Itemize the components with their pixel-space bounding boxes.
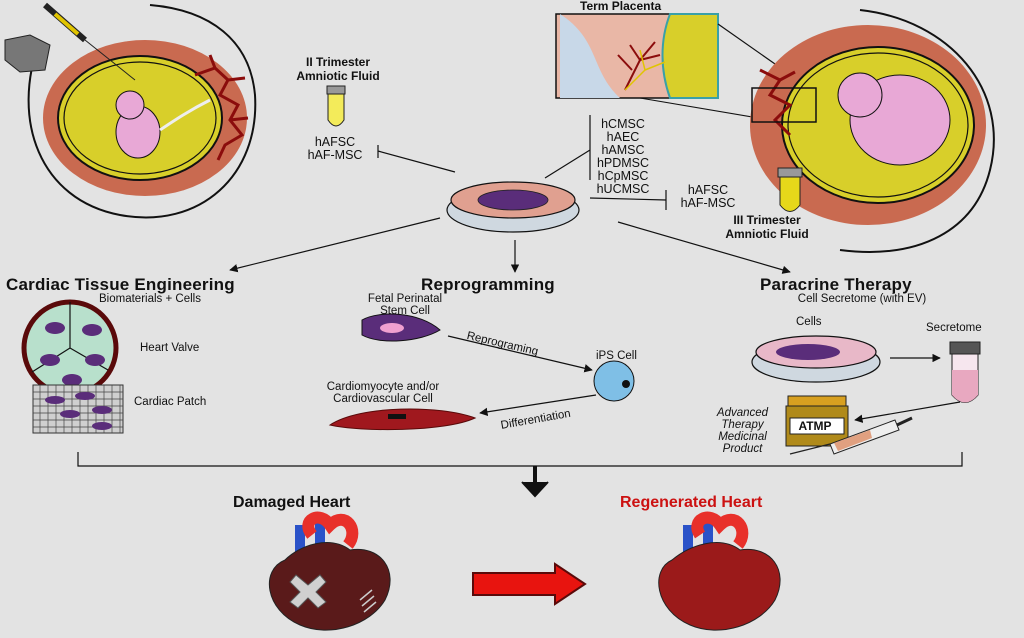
cardiomyocyte-illustration xyxy=(328,408,477,431)
term-placenta-illustration xyxy=(555,13,816,121)
term-placenta-title: Term Placenta xyxy=(580,0,662,13)
third-trimester-line1: III Trimester xyxy=(733,213,801,227)
reprogram-arrows xyxy=(447,335,597,416)
connector-lines xyxy=(229,115,791,274)
placenta-cell-2: hAEC xyxy=(606,130,640,144)
placenta-cell-6: hUCMSC xyxy=(596,182,650,196)
second-trimester-line1: II Trimester xyxy=(305,55,371,69)
down-arrow-head xyxy=(521,481,549,498)
atmp-line2: Therapy xyxy=(721,419,764,431)
damaged-heart-title: Damaged Heart xyxy=(233,494,351,511)
third-cell-1: hAFSC xyxy=(687,183,729,197)
heart-valve-illustration xyxy=(21,299,119,397)
third-cell-2: hAF-MSC xyxy=(680,196,736,210)
placenta-cell-1: hCMSC xyxy=(601,117,645,131)
regenerated-heart-title: Regenerated Heart xyxy=(620,494,763,511)
second-cell-2: hAF-MSC xyxy=(307,148,363,162)
cardiac-patch-illustration xyxy=(32,384,124,434)
secretome-to-atmp-arrow xyxy=(854,401,961,423)
cardiac-subtitle: Biomaterials + Cells xyxy=(99,293,201,305)
cardio-line1: Cardiomyocyte and/or xyxy=(326,381,440,393)
damaged-heart-illustration xyxy=(269,511,391,631)
second-trimester-line2: Amniotic Fluid xyxy=(296,69,380,83)
bottom-bracket xyxy=(77,452,963,467)
tube-third-trimester xyxy=(777,167,803,212)
right-uterus-illustration xyxy=(750,9,995,253)
cardiac-title: Cardiac Tissue Engineering xyxy=(6,275,235,294)
second-cell-1: hAFSC xyxy=(314,135,356,149)
fetal-line2: Stem Cell xyxy=(380,305,430,317)
ips-cell-illustration xyxy=(593,360,635,402)
secretome-label: Secretome xyxy=(926,322,982,334)
central-petri-dish xyxy=(446,181,580,233)
stem-cell-illustration xyxy=(361,313,441,342)
tube-second-trimester xyxy=(326,85,346,127)
atmp-line3: Medicinal xyxy=(718,431,767,443)
paracrine-subtitle: Cell Secretome (with EV) xyxy=(797,293,927,305)
ips-cell-label: iPS Cell xyxy=(596,350,637,362)
atmp-syringe-illustration xyxy=(789,416,913,455)
third-trimester-line2: Amniotic Fluid xyxy=(725,227,809,241)
red-arrow xyxy=(472,562,587,606)
placenta-cell-4: hPDMSC xyxy=(596,156,650,170)
secretome-tube-illustration xyxy=(949,341,981,403)
cardio-line2: Cardiovascular Cell xyxy=(333,393,433,405)
placenta-cell-5: hCpMSC xyxy=(597,169,649,183)
heart-valve-label: Heart Valve xyxy=(140,342,200,354)
fetal-line1: Fetal Perinatal xyxy=(367,293,443,305)
atmp-vial-illustration xyxy=(785,395,849,447)
left-uterus-illustration xyxy=(4,2,257,219)
reprogramming-title: Reprogramming xyxy=(421,275,555,294)
cells-label: Cells xyxy=(796,316,822,328)
atmp-label: ATMP xyxy=(798,419,832,433)
paracrine-title: Paracrine Therapy xyxy=(760,275,912,294)
atmp-line4: Product xyxy=(722,443,763,455)
regenerated-heart-illustration xyxy=(658,511,781,631)
atmp-line1: Advanced xyxy=(716,407,769,419)
cells-dish-illustration xyxy=(751,335,881,383)
cardiac-patch-label: Cardiac Patch xyxy=(134,396,207,408)
placenta-cell-3: hAMSC xyxy=(601,143,645,157)
